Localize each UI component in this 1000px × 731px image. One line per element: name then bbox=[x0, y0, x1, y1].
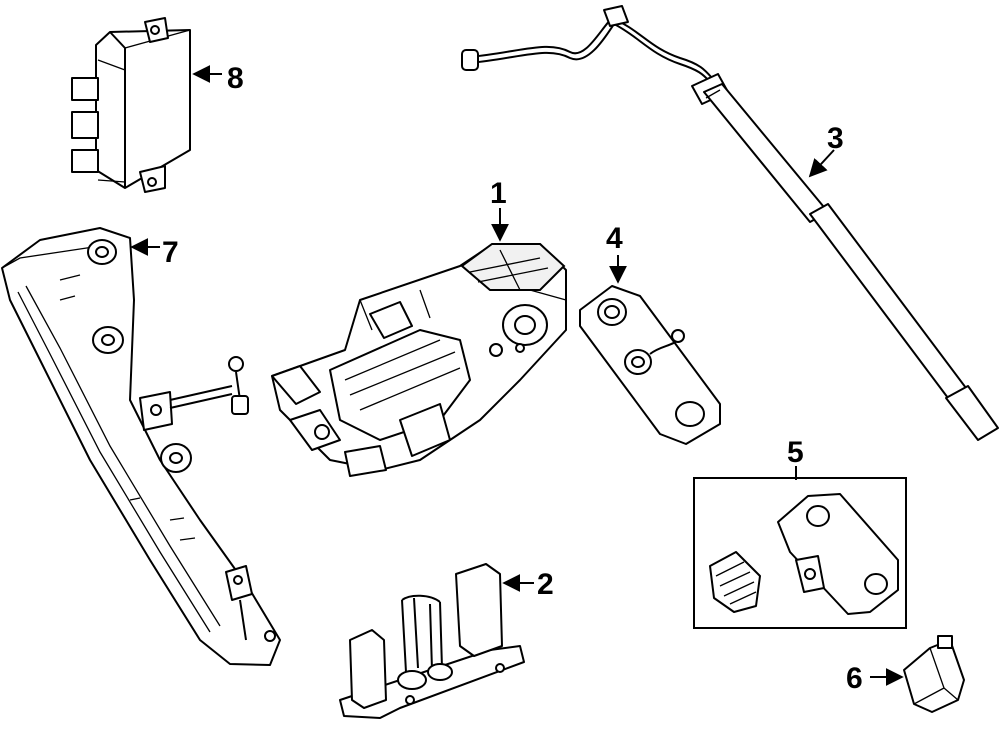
callout-5: 5 bbox=[787, 436, 804, 469]
callout-4: 4 bbox=[606, 222, 623, 255]
hinge-panel-part-7[interactable] bbox=[1, 227, 281, 666]
callout-3: 3 bbox=[827, 122, 844, 155]
striker-part-2[interactable] bbox=[339, 563, 525, 719]
striker-plate-part-4[interactable] bbox=[579, 285, 721, 445]
latch-actuator-part-1[interactable] bbox=[271, 243, 567, 477]
lift-strut-part-3[interactable] bbox=[461, 5, 999, 441]
control-module-part-8[interactable] bbox=[71, 17, 191, 193]
callout-7: 7 bbox=[162, 236, 179, 269]
bumper-kit-part-5[interactable] bbox=[693, 477, 907, 629]
callout-1: 1 bbox=[490, 177, 507, 210]
callout-2: 2 bbox=[537, 568, 554, 601]
callout-8: 8 bbox=[227, 62, 244, 95]
callout-6: 6 bbox=[846, 662, 863, 695]
switch-part-6[interactable] bbox=[903, 635, 965, 713]
leader-3 bbox=[808, 149, 835, 178]
